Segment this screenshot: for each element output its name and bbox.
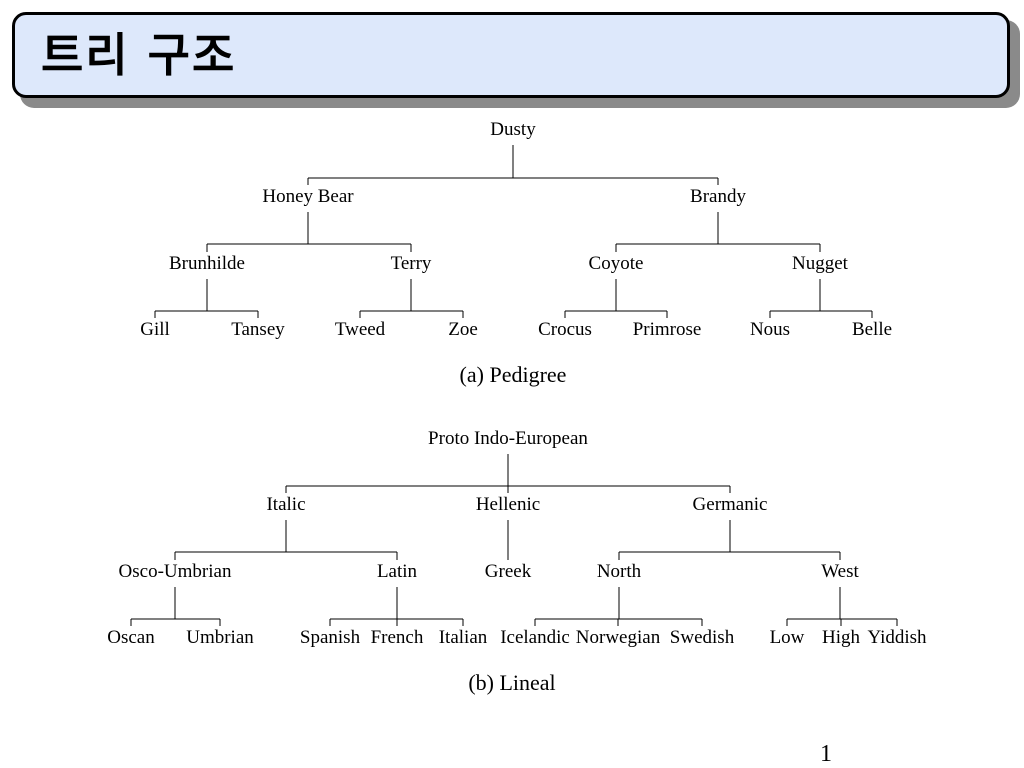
lineal-leaf: Icelandic [500,627,570,648]
lineal-leaf: Umbrian [186,627,254,648]
pedigree-node: Nugget [792,253,849,274]
lineal-node: West [821,561,859,582]
lineal-leaf: Yiddish [867,627,927,648]
pedigree-leaf: Belle [852,319,892,340]
lineal-node: Osco-Umbrian [119,561,232,582]
lineal-leaf: Italian [439,627,488,648]
lineal-root: Proto Indo-European [428,428,588,449]
pedigree-leaf: Tansey [231,319,285,340]
pedigree-leaf: Tweed [335,319,386,340]
lineal-node: North [597,561,642,582]
page-number: 1 [820,741,832,767]
title-banner: 트리 구조 [12,12,1010,98]
pedigree-tree: Dusty Honey Bear Brandy Brunhilde Terry … [140,119,892,387]
pedigree-node: Brunhilde [169,253,245,274]
pedigree-leaf: Crocus [538,319,592,340]
pedigree-node: Honey Bear [262,186,354,207]
lineal-leaf: Spanish [300,627,361,648]
pedigree-node: Coyote [589,253,644,274]
lineal-node: Italic [266,494,305,515]
lineal-caption: (b) Lineal [468,670,555,695]
pedigree-node: Brandy [690,186,746,207]
lineal-node: Germanic [693,494,768,515]
pedigree-root: Dusty [490,119,536,140]
lineal-leaf: French [371,627,424,648]
lineal-node: Latin [377,561,418,582]
pedigree-leaf: Gill [140,319,170,340]
pedigree-node: Terry [391,253,432,274]
slide-title: 트리 구조 [41,28,237,82]
pedigree-leaf: Primrose [633,319,702,340]
pedigree-caption: (a) Pedigree [460,362,567,387]
pedigree-leaf: Nous [750,319,790,340]
lineal-leaf: High [822,627,861,648]
lineal-leaf: Swedish [670,627,735,648]
lineal-leaf: Low [770,627,805,648]
lineal-leaf: Oscan [107,627,155,648]
tree-edges [130,145,898,626]
lineal-node: Greek [485,561,532,582]
lineal-leaf: Norwegian [576,627,661,648]
pedigree-leaf: Zoe [448,319,478,340]
lineal-node: Hellenic [476,494,540,515]
lineal-tree: Proto Indo-European Italic Hellenic Germ… [107,428,927,695]
